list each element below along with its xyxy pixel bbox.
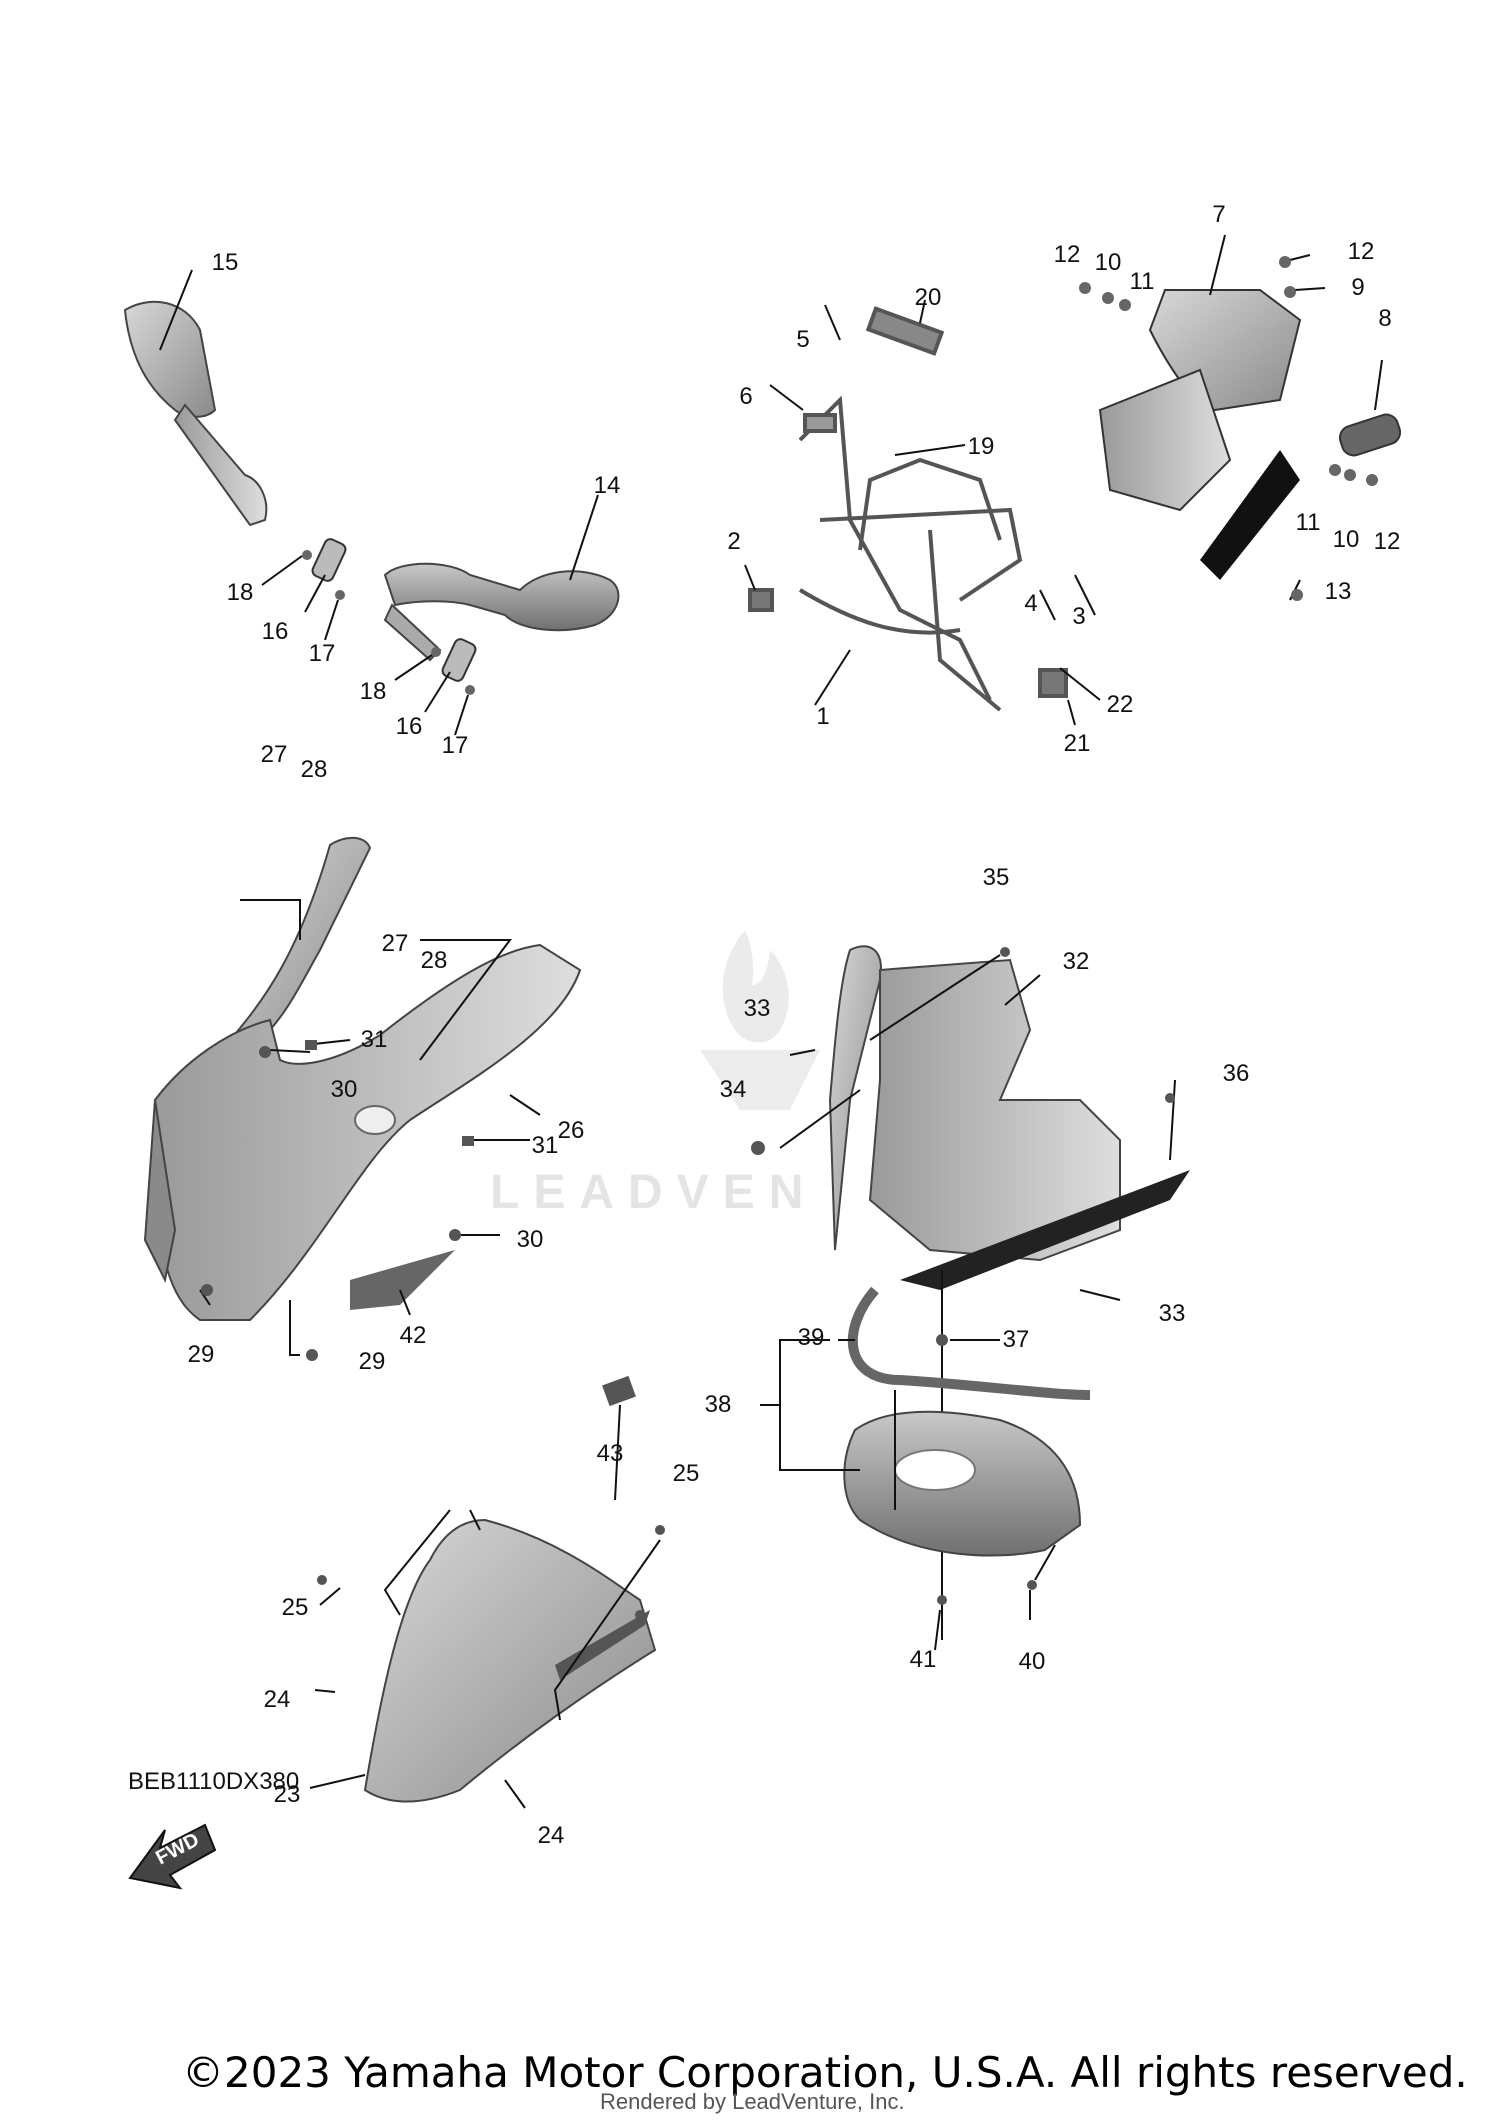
callout-21: 21 bbox=[1063, 730, 1091, 757]
callout-5: 5 bbox=[796, 326, 810, 353]
callout-11: 11 bbox=[1295, 509, 1321, 536]
callout-32: 32 bbox=[1062, 948, 1090, 975]
callout-27: 27 bbox=[260, 741, 288, 768]
fwd-arrow-icon bbox=[128, 1823, 217, 1890]
mirror-left bbox=[123, 269, 268, 527]
callout-31: 31 bbox=[531, 1132, 559, 1159]
callout-23: 23 bbox=[273, 1781, 301, 1808]
callout-12: 12 bbox=[1347, 238, 1375, 265]
callout-39: 39 bbox=[797, 1324, 825, 1351]
callout-34: 34 bbox=[719, 1076, 747, 1103]
copyright-notice: ©2023 Yamaha Motor Corporation, U.S.A. A… bbox=[182, 2048, 1468, 2097]
under-cover bbox=[760, 1286, 1091, 1651]
callout-11: 11 bbox=[1129, 268, 1155, 295]
callout-40: 40 bbox=[1018, 1648, 1046, 1675]
callout-25: 25 bbox=[672, 1460, 700, 1487]
callout-18: 18 bbox=[226, 579, 254, 606]
callout-10: 10 bbox=[1094, 249, 1122, 276]
callout-3: 3 bbox=[1072, 603, 1086, 630]
callout-29: 29 bbox=[358, 1348, 386, 1375]
mirror-mount-right bbox=[394, 638, 477, 736]
callout-17: 17 bbox=[441, 732, 469, 759]
callout-17: 17 bbox=[308, 640, 336, 667]
callout-14: 14 bbox=[593, 472, 621, 499]
callout-8: 8 bbox=[1378, 305, 1392, 332]
callout-12: 12 bbox=[1373, 528, 1401, 555]
callout-18: 18 bbox=[359, 678, 387, 705]
callout-28: 28 bbox=[420, 947, 448, 974]
callout-38: 38 bbox=[704, 1391, 732, 1418]
callout-37: 37 bbox=[1002, 1326, 1030, 1353]
callout-29: 29 bbox=[187, 1341, 215, 1368]
callout-7: 7 bbox=[1212, 201, 1226, 228]
callout-30: 30 bbox=[516, 1226, 544, 1253]
callout-35: 35 bbox=[982, 864, 1010, 891]
callout-12: 12 bbox=[1053, 241, 1081, 268]
callout-16: 16 bbox=[261, 618, 289, 645]
mirror-mount-left bbox=[261, 538, 347, 641]
meter-assembly bbox=[1079, 234, 1402, 601]
callout-16: 16 bbox=[395, 713, 423, 740]
callout-33: 33 bbox=[1158, 1300, 1186, 1327]
callout-6: 6 bbox=[739, 383, 753, 410]
callout-26: 26 bbox=[557, 1117, 585, 1144]
callout-24: 24 bbox=[263, 1686, 291, 1713]
callout-28: 28 bbox=[300, 756, 328, 783]
callout-10: 10 bbox=[1332, 526, 1360, 553]
callout-42: 42 bbox=[399, 1322, 427, 1349]
callout-41: 41 bbox=[909, 1646, 937, 1673]
callout-19: 19 bbox=[967, 433, 995, 460]
callout-25: 25 bbox=[281, 1594, 309, 1621]
mirror-right bbox=[383, 494, 620, 662]
diagram-code: BEB1110DX380 bbox=[128, 1768, 300, 1795]
callout-13: 13 bbox=[1324, 578, 1352, 605]
callout-1: 1 bbox=[816, 703, 830, 730]
callout-2: 2 bbox=[727, 528, 741, 555]
callout-33: 33 bbox=[743, 995, 771, 1022]
callout-27: 27 bbox=[381, 930, 409, 957]
upper-cowling bbox=[143, 836, 582, 1361]
callout-20: 20 bbox=[914, 284, 942, 311]
watermark-logo bbox=[700, 930, 820, 1110]
callout-31: 31 bbox=[360, 1026, 388, 1053]
callout-30: 30 bbox=[330, 1076, 358, 1103]
callout-43: 43 bbox=[596, 1440, 624, 1467]
callout-22: 22 bbox=[1106, 691, 1134, 718]
callout-24: 24 bbox=[537, 1822, 565, 1849]
watermark-text: LEADVEN bbox=[490, 1166, 818, 1219]
callout-9: 9 bbox=[1351, 274, 1365, 301]
inner-panel bbox=[751, 945, 1190, 1640]
callout-36: 36 bbox=[1222, 1060, 1250, 1087]
callout-15: 15 bbox=[211, 249, 239, 276]
callout-4: 4 bbox=[1024, 590, 1038, 617]
windshield bbox=[309, 1375, 665, 1809]
fairing-stay-bracket bbox=[744, 299, 1101, 726]
rendered-by-credit: Rendered by LeadVenture, Inc. bbox=[600, 2089, 905, 2114]
